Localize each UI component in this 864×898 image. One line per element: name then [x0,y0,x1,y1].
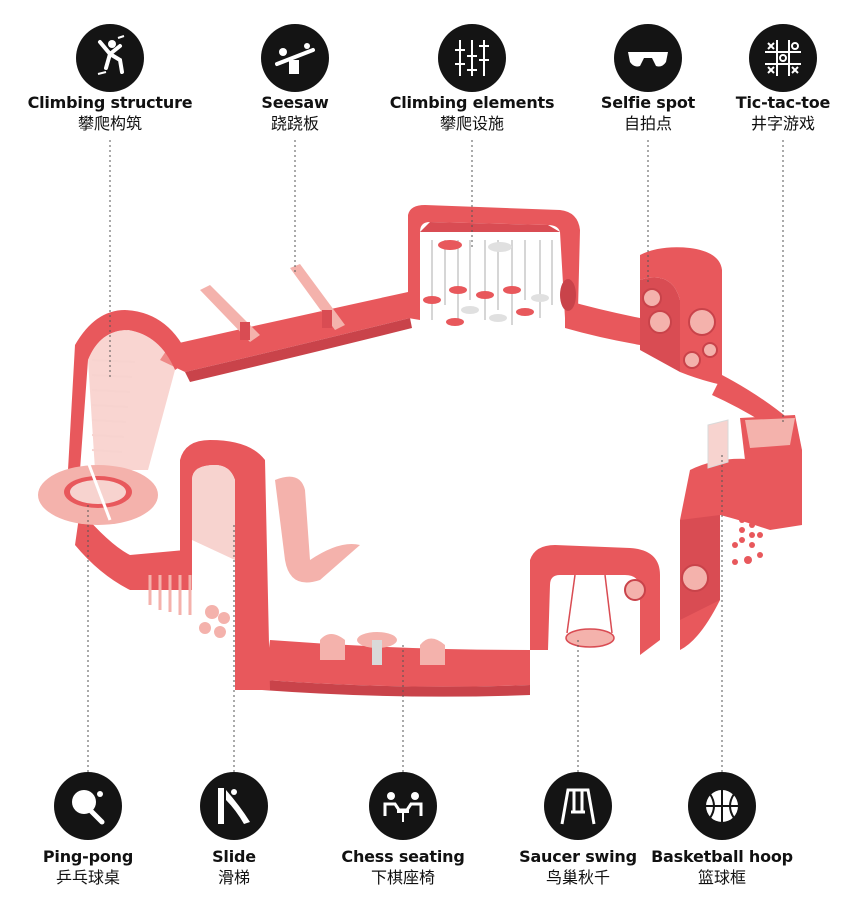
swing-icon [544,772,612,840]
basketball-board [707,419,729,469]
climbing-poles-icon [438,24,506,92]
band-right-upper [565,300,640,345]
band-swing [530,545,660,655]
label-selfie-spot: Selfie spot 自拍点 [600,93,696,133]
selfie-holes [642,288,718,369]
arch-hole [560,279,576,311]
slide-posts [148,575,192,615]
label-climbing-structure: Climbing structure 攀爬构筑 [27,93,193,133]
seesaw-icon [261,24,329,92]
label-chess-seating: Chess seating 下棋座椅 [341,847,465,887]
label-tic-tac-toe: Tic-tac-toe 井字游戏 [735,93,831,133]
playground-ring [38,205,802,697]
ping-pong-icon [54,772,122,840]
label-slide: Slide 滑梯 [212,847,256,887]
basketball-icon [688,772,756,840]
leader-lines [87,140,784,772]
slide-icon [200,772,268,840]
sunglasses-icon [614,24,682,92]
slide-chute [275,476,360,583]
bead-strings [732,517,763,565]
tic-tac-toe-icon [749,24,817,92]
swing-hole [624,579,646,601]
climbing-ladder [91,359,136,453]
saucer-swing [565,574,615,648]
chess-players-icon [369,772,437,840]
label-basketball-hoop: Basketball hoop 篮球框 [651,847,793,887]
label-climbing-elements: Climbing elements 攀爬设施 [389,93,555,133]
band-seesaw [160,292,410,372]
slide-balls [199,605,230,638]
band-left-front [75,510,130,590]
chess-set [320,632,445,665]
label-seesaw: Seesaw 跷跷板 [261,93,329,133]
band-climbing-elements [408,205,580,320]
label-ping-pong: Ping-pong 乒乓球桌 [42,847,134,887]
ping-pong-table [38,461,158,525]
climber-icon [76,24,144,92]
hanging-elements [431,240,553,325]
hanging-discs [423,240,549,326]
seesaws [200,264,345,342]
band-selfie [640,247,722,385]
label-saucer-swing: Saucer swing 鸟巢秋千 [519,847,637,887]
slide-tower [180,440,270,690]
band-chess [265,640,530,687]
climbing-arch [68,310,190,470]
hoop-hole [681,564,709,592]
band-right-mid [712,375,790,430]
